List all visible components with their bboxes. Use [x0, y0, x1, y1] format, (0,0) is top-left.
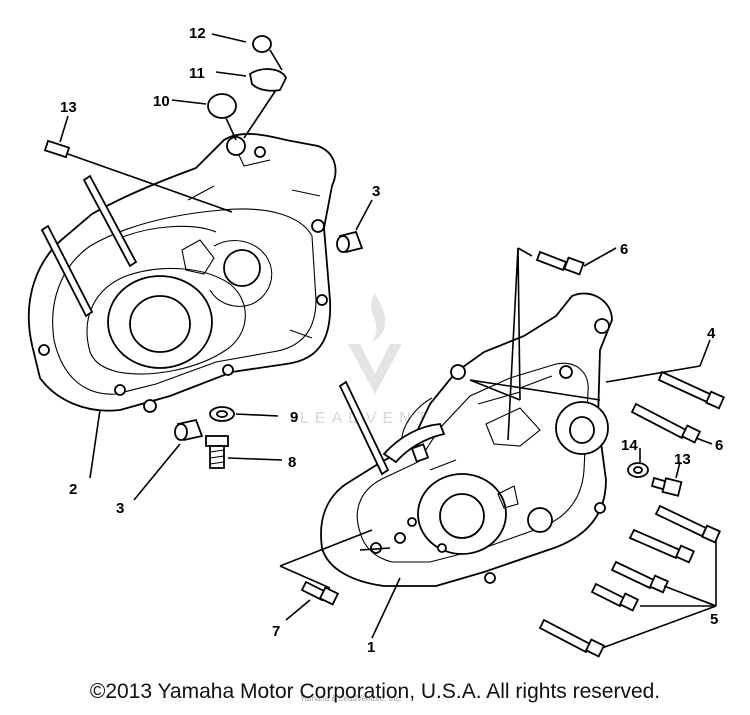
callout-6-bottom: 7 — [272, 623, 280, 640]
part-14-washer — [627, 462, 649, 478]
callout-3-top: 3 — [372, 183, 380, 200]
part-11-cap — [252, 35, 283, 71]
copyright-notice: ©2013 Yamaha Motor Corporation, U.S.A. A… — [89, 680, 661, 703]
callout-10: 11 — [189, 65, 205, 82]
callout-labels: 12 11 10 13 3 6 4 9 6 14 13 8 2 3 5 7 1 — [60, 25, 723, 656]
watermark-logo-icon — [348, 294, 402, 394]
part-6-bolt-top — [535, 250, 585, 276]
callout-7: 8 — [288, 454, 296, 471]
callout-1: 1 — [367, 639, 375, 656]
part-4-bolts — [538, 370, 726, 658]
part-8-washer — [209, 406, 235, 422]
part-13-bolt — [650, 476, 683, 497]
part-12-stud — [43, 139, 233, 213]
leader-lines — [59, 33, 717, 649]
callout-12: 13 — [60, 99, 77, 116]
callout-3-bottom: 3 — [116, 500, 124, 517]
exploded-parts-diagram: 12 11 10 13 3 6 4 9 6 14 13 8 2 3 5 7 1 — [27, 25, 726, 658]
callout-4-bottom: 5 — [710, 611, 718, 628]
callout-8: 9 — [290, 409, 298, 426]
callout-9: 10 — [153, 93, 170, 110]
part-6-bolt-bottom — [300, 580, 340, 606]
footer-note: Yamaha & LeadVenture, Inc. — [300, 694, 402, 703]
part-9-cap — [207, 93, 237, 141]
callout-2: 2 — [69, 481, 77, 498]
part-3-dowel-bottom — [174, 418, 204, 442]
left-crankcase-half — [27, 133, 337, 413]
callout-13: 13 — [674, 451, 691, 468]
part-3-dowel-top — [336, 230, 364, 254]
callout-11: 12 — [189, 25, 206, 42]
callout-14: 14 — [621, 437, 638, 454]
shift-shaft — [338, 380, 446, 476]
callout-4-top: 4 — [707, 325, 716, 342]
crankcase-studs — [40, 174, 138, 318]
part-7-drain-bolt — [205, 435, 229, 469]
callout-6-top: 6 — [620, 241, 628, 258]
callout-5: 6 — [715, 437, 723, 454]
part-10-clip — [243, 68, 287, 139]
right-crankcase-half — [320, 292, 613, 587]
